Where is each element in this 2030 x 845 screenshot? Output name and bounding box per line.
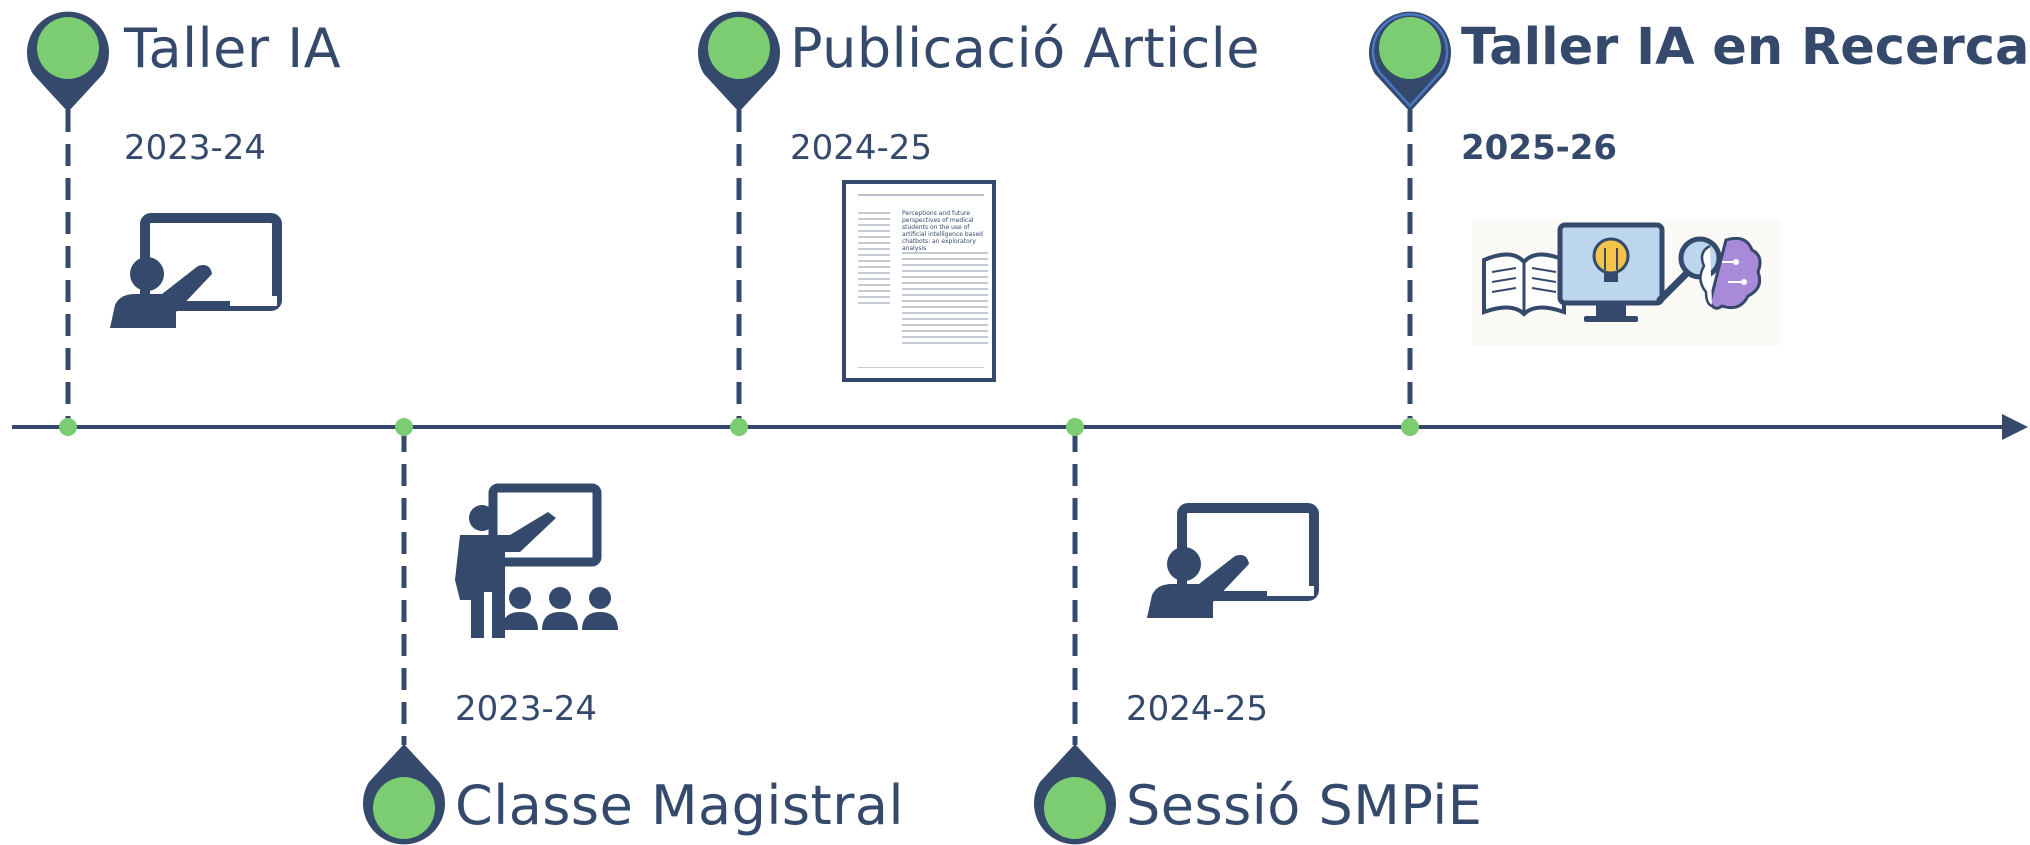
magnifier-icon [1678,236,1722,280]
map-pin-icon-5 [1369,11,1451,113]
map-pin-icon-3 [698,11,780,113]
event-year: 2023-24 [124,128,267,168]
presentation-board-icon [1147,503,1319,618]
lightbulb-icon [1592,237,1630,275]
axis-dot-1 [59,418,77,436]
event-title: Taller IA en Recerca [1461,18,2030,77]
timeline-arrowhead-icon [2002,414,2028,440]
event-year: 2024-25 [1126,689,1269,729]
axis-dot-3 [730,418,748,436]
event-title: Sessió SMPiE [1126,774,1483,837]
event-year: 2024-25 [790,128,933,168]
event-title: Classe Magistral [455,774,905,837]
axis-dot-5 [1401,418,1419,436]
brain-icon [1708,236,1762,310]
ai-research-icon [1472,220,1780,346]
map-pin-icon-2 [363,744,446,845]
article-title: Perceptions and future perspectives of m… [902,210,983,252]
event-title: Taller IA [124,17,342,80]
map-pin-icon-1 [27,11,109,113]
axis-dot-2 [395,418,413,436]
event-year: 2023-24 [455,689,598,729]
lecture-audience-icon [455,483,618,638]
axis-dot-4 [1066,418,1084,436]
article-document-icon: Perceptions and future perspectives of m… [842,180,996,382]
event-title: Publicació Article [790,17,1261,80]
event-year: 2025-26 [1461,128,1618,168]
map-pin-icon-4 [1034,744,1116,845]
presentation-board-icon [110,213,282,328]
